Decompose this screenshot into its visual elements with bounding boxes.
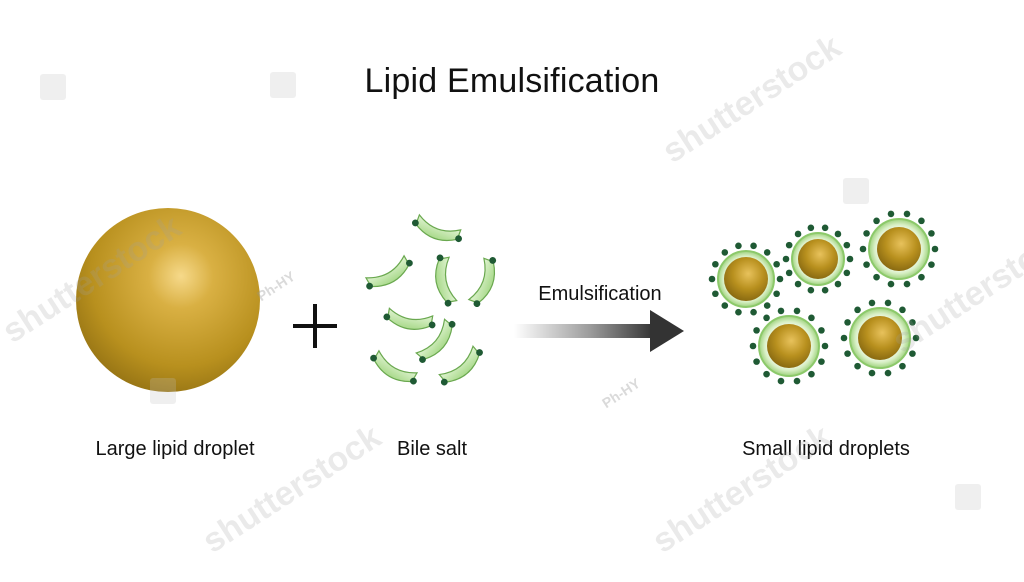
bile-salt-cluster	[364, 213, 497, 386]
watermark-logo-icon	[40, 74, 66, 100]
small-lipid-droplet	[782, 224, 854, 294]
small-lipid-droplet	[708, 242, 784, 316]
plus-icon	[293, 304, 337, 348]
watermark-logo-icon	[843, 178, 869, 204]
bile-salt-label: Bile salt	[396, 438, 468, 460]
watermark-logo-icon	[955, 484, 981, 510]
bile-salt-molecule	[435, 254, 458, 307]
small-lipid-droplet	[859, 210, 939, 288]
bile-salt-molecule	[411, 213, 462, 243]
watermark-logo-icon	[270, 72, 296, 98]
watermark-logo-icon	[150, 378, 176, 404]
bile-salt-molecule	[383, 307, 436, 330]
emulsification-arrow-label: Emulsification	[538, 283, 662, 305]
small-lipid-droplets-cluster	[708, 210, 939, 385]
bile-salt-molecule	[415, 318, 456, 363]
bile-salt-molecule	[438, 345, 483, 386]
bile-salt-molecule	[467, 257, 497, 308]
small-lipid-droplet	[749, 307, 829, 385]
emulsification-arrow	[514, 310, 684, 352]
large-lipid-droplet	[76, 208, 260, 392]
bile-salt-molecule	[364, 254, 413, 290]
page-title: Lipid Emulsification	[364, 62, 660, 100]
bile-salt-molecule	[370, 349, 419, 385]
large-lipid-droplet-label: Large lipid droplet	[95, 438, 255, 460]
small-lipid-droplets-label: Small lipid droplets	[742, 438, 910, 460]
small-lipid-droplet	[840, 299, 920, 377]
